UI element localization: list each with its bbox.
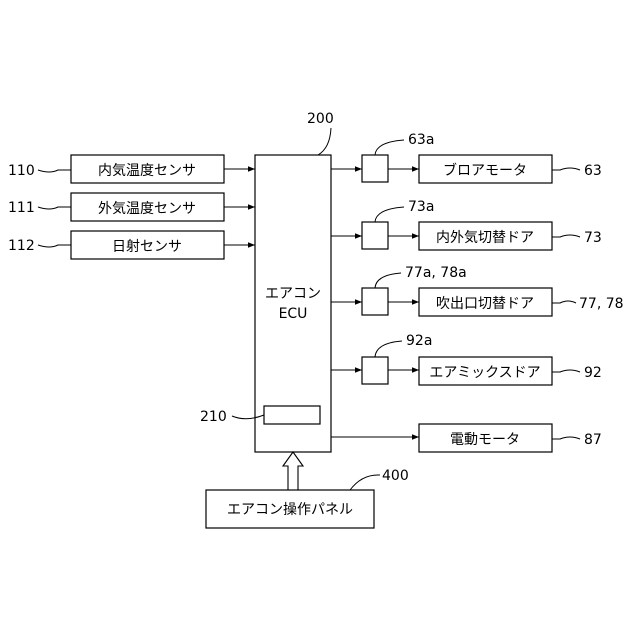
leader-77a: [375, 273, 401, 288]
ecu-memory-box: [264, 406, 320, 424]
driver-77a-box: [362, 288, 388, 315]
ref-400: 400: [382, 468, 409, 484]
leader-92a: [375, 341, 402, 357]
leader-73: [552, 235, 580, 237]
output-blower-motor: 63a ブロアモータ 63: [331, 132, 602, 183]
air-conditioner-control-panel: エアコン操作パネル 400: [206, 452, 409, 528]
ref-92: 92: [584, 365, 602, 381]
ref-210: 210: [200, 409, 227, 425]
hollow-arrow-icon: [283, 452, 303, 490]
ref-110: 110: [8, 163, 35, 179]
ref-63a: 63a: [408, 132, 434, 148]
ref-77-78: 77, 78: [579, 296, 624, 312]
output-outlet-door: 77a, 78a 吹出口切替ドア 77, 78: [331, 265, 624, 316]
driver-63a-box: [362, 155, 388, 182]
sensor-solar: 112 日射センサ: [8, 231, 255, 259]
ref-73a: 73a: [408, 199, 434, 215]
sensor-inside-temp: 110 内気温度センサ: [8, 155, 255, 183]
electric-motor-label: 電動モータ: [450, 432, 520, 448]
leader-112: [38, 245, 71, 247]
ref-200: 200: [307, 111, 334, 127]
outlet-door-label: 吹出口切替ドア: [436, 296, 534, 312]
driver-92a-box: [362, 357, 388, 384]
leader-63: [552, 168, 580, 170]
output-inside-outside-door: 73a 内外気切替ドア 73: [331, 199, 602, 250]
solar-sensor-label: 日射センサ: [112, 239, 182, 255]
driver-73a-box: [362, 222, 388, 249]
output-electric-motor: 電動モータ 87: [331, 424, 602, 452]
leader-73a: [375, 207, 404, 222]
leader-92: [552, 370, 580, 372]
ecu-label-line2: ECU: [279, 306, 308, 322]
ref-77a-78a: 77a, 78a: [405, 265, 467, 281]
outside-temp-sensor-label: 外気温度センサ: [98, 201, 196, 217]
ref-92a: 92a: [406, 333, 432, 349]
air-mix-door-label: エアミックスドア: [429, 365, 540, 381]
inside-outside-door-label: 内外気切替ドア: [436, 230, 534, 246]
leader-63a: [375, 140, 404, 155]
ecu-label-line1: エアコン: [265, 286, 321, 302]
control-panel-label: エアコン操作パネル: [227, 502, 353, 518]
ref-111: 111: [8, 200, 35, 216]
ref-73: 73: [584, 230, 602, 246]
ref-112: 112: [8, 238, 35, 254]
leader-400: [350, 475, 380, 490]
blower-motor-label: ブロアモータ: [443, 162, 527, 179]
leader-111: [38, 207, 71, 209]
ref-87: 87: [584, 432, 602, 448]
sensor-outside-temp: 111 外気温度センサ: [8, 193, 255, 221]
leader-200: [318, 128, 331, 155]
leader-110: [38, 170, 71, 172]
ref-63: 63: [584, 163, 602, 179]
output-air-mix-door: 92a エアミックスドア 92: [331, 333, 602, 385]
inside-temp-sensor-label: 内気温度センサ: [98, 163, 196, 179]
leader-77-78: [552, 301, 576, 303]
leader-87: [552, 437, 580, 439]
